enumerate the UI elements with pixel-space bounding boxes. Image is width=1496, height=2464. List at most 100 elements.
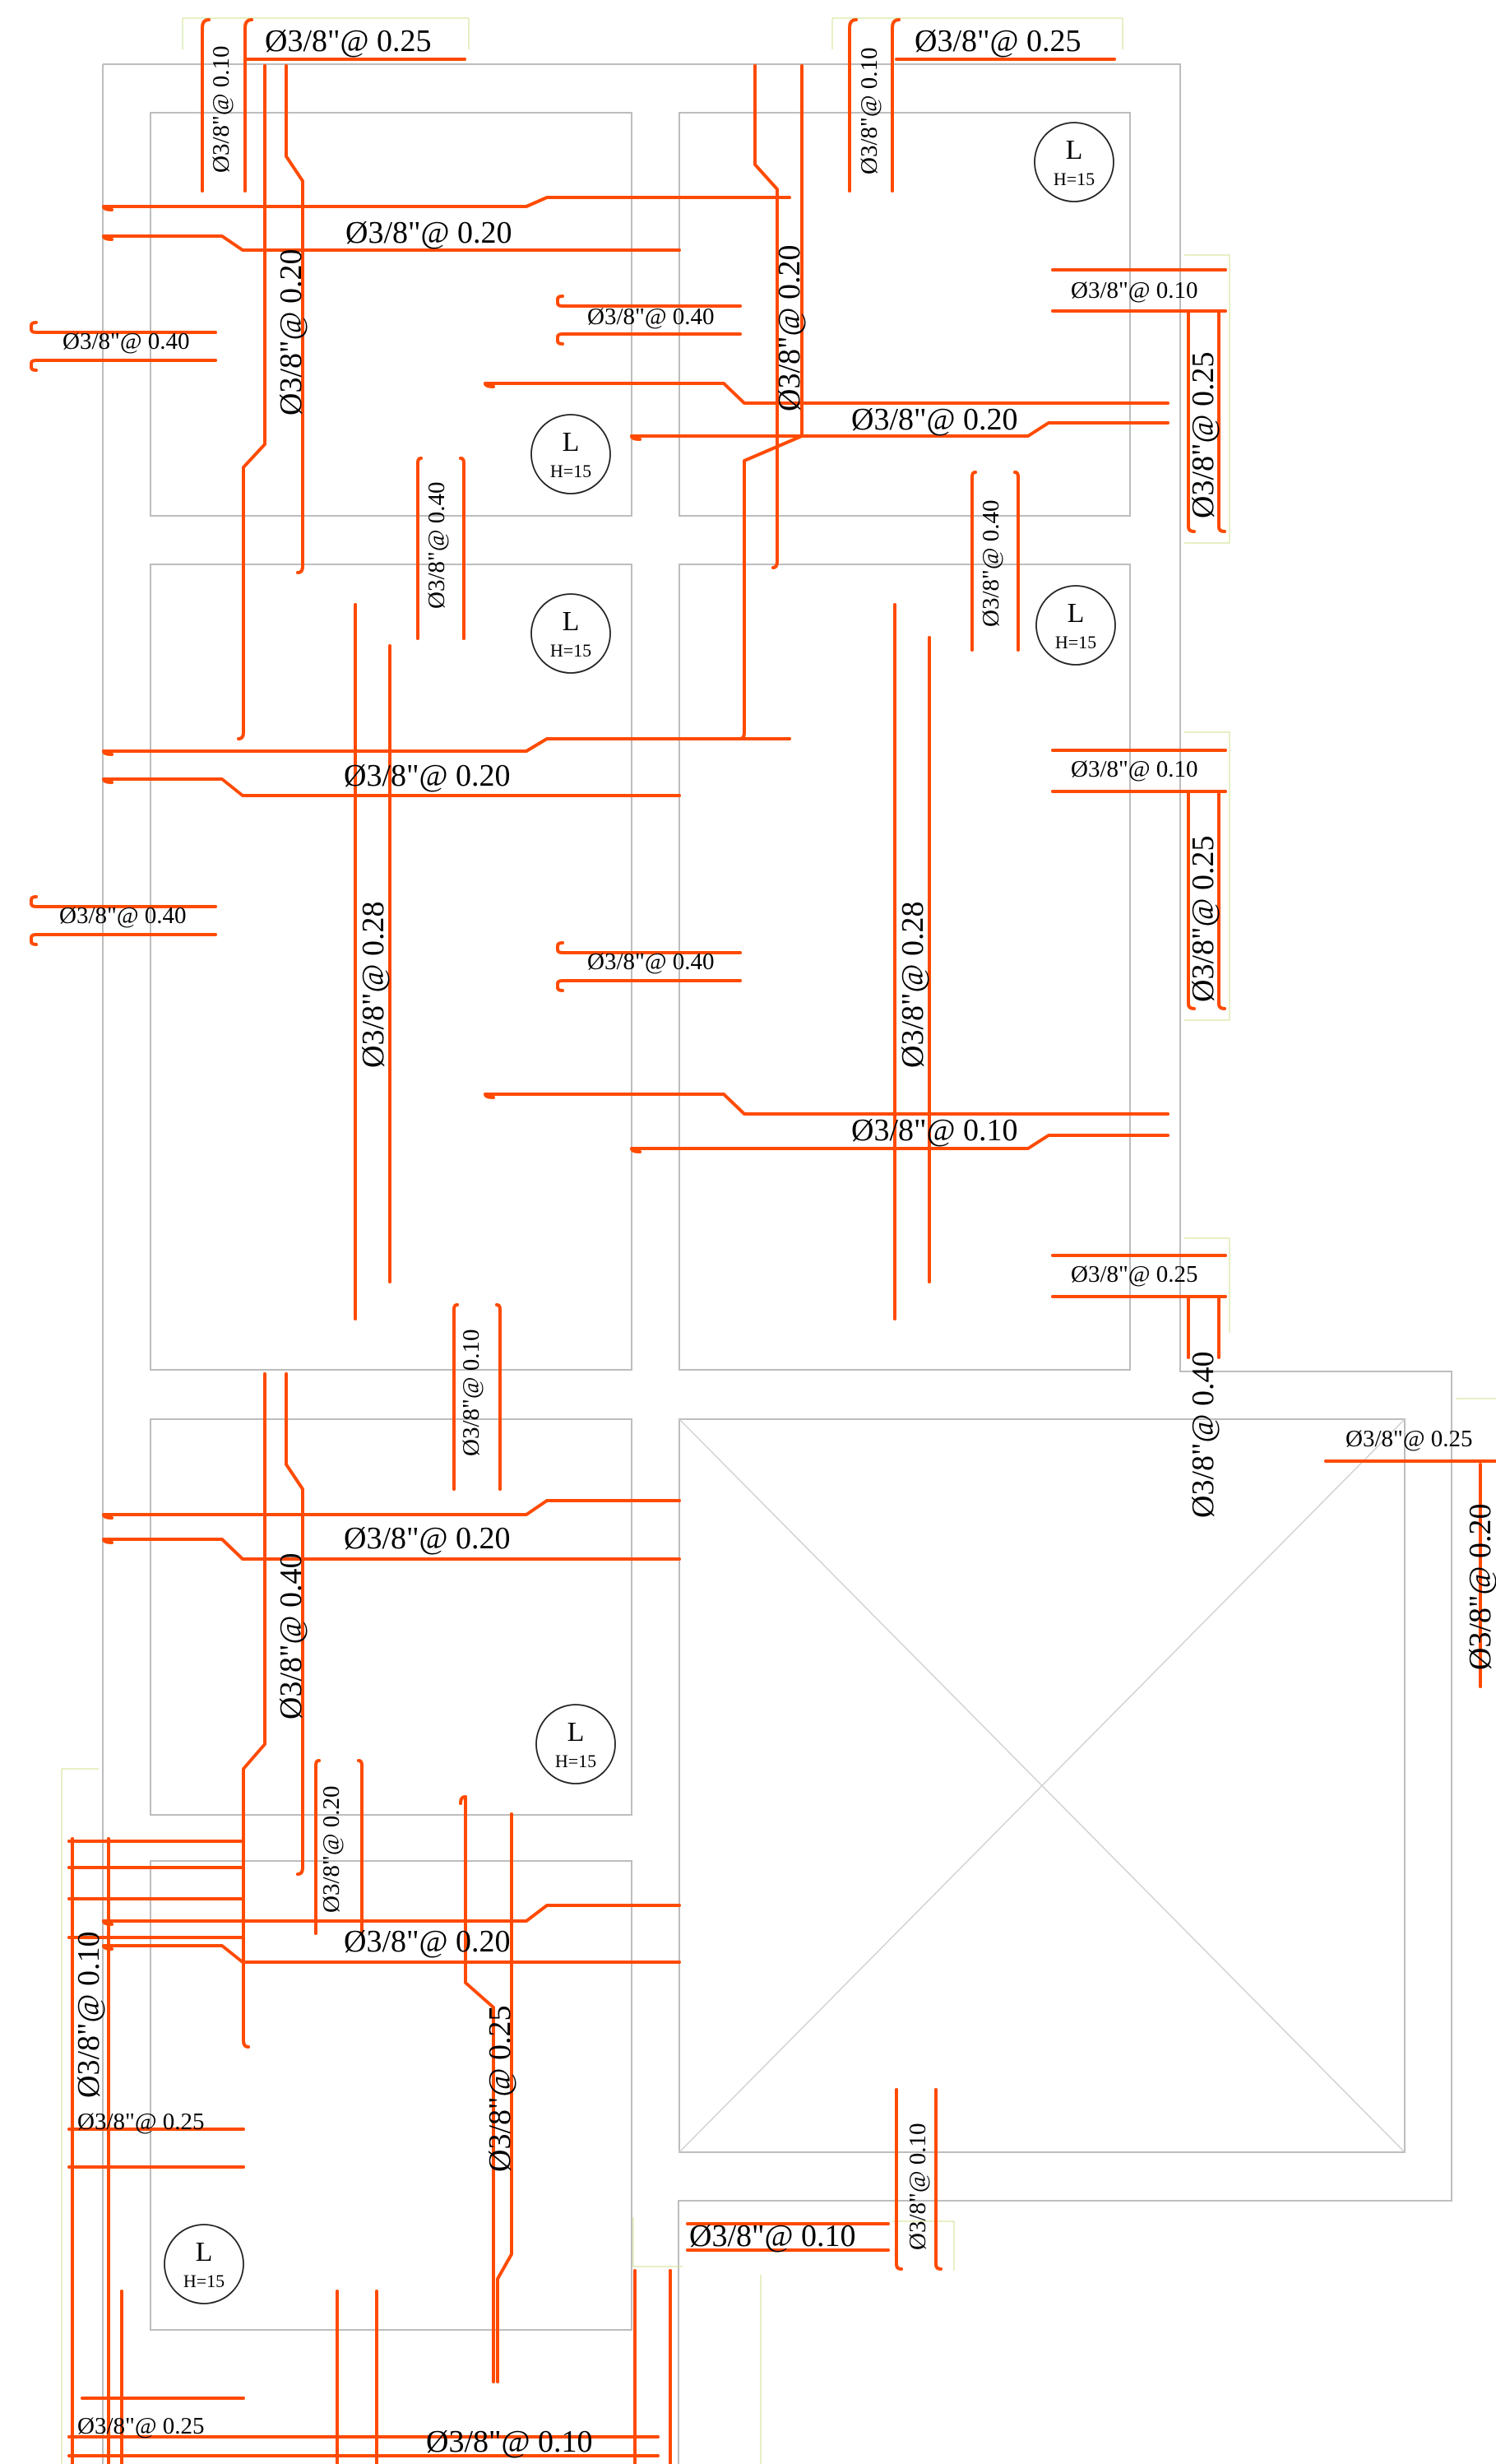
rebar-label: Ø3/8"@ 0.28 <box>896 901 930 1068</box>
rebar-group <box>30 18 1496 2464</box>
guide-line <box>182 17 470 49</box>
rebar-bar <box>242 1372 266 2049</box>
void-diagonal <box>679 1418 1406 2153</box>
rebar-label: Ø3/8"@ 0.20 <box>344 1924 511 1959</box>
slab-tag-circle <box>1034 122 1114 202</box>
slab-tags: L H=15 L H=15 L H=15 L H=15 L H=15 L H=1… <box>164 122 1116 2304</box>
rebar-label: Ø3/8"@ 0.10 <box>905 2123 931 2250</box>
rebar-bar <box>891 18 901 193</box>
rebar-label: Ø3/8"@ 0.40 <box>424 481 450 609</box>
rebar-label: Ø3/8"@ 0.20 <box>345 216 512 250</box>
rebar-bar <box>1013 471 1020 652</box>
rebar-bar <box>970 471 977 652</box>
rebar-bar <box>630 1134 1169 1153</box>
rebar-bar <box>556 941 742 954</box>
rebar-bar <box>556 979 742 992</box>
rebar-label: Ø3/8"@ 0.40 <box>587 304 715 330</box>
rebar-bar <box>452 1303 459 1491</box>
slab-tag: L H=15 <box>1035 585 1116 666</box>
slab-tag-letter: L <box>563 606 580 637</box>
rebar-bar <box>285 64 304 574</box>
slab-tag-letter: L <box>567 1717 585 1747</box>
guide-line <box>1184 731 1230 1021</box>
void-opening-outline <box>679 1418 1406 2153</box>
slab-tag-height: H=15 <box>555 1751 596 1771</box>
slab-tag-letter: L <box>1068 598 1085 629</box>
slab-panel-outline <box>150 112 632 517</box>
rebar-label: Ø3/8"@ 0.40 <box>274 1552 308 1719</box>
rebar-bar <box>30 321 217 334</box>
guide-line <box>892 2220 955 2271</box>
rebar-bar <box>102 737 791 756</box>
rebar-label: Ø3/8"@ 0.10 <box>72 1931 106 2098</box>
rebar-bar <box>102 1538 681 1561</box>
rebar-bar <box>895 2088 903 2271</box>
rebar-bar <box>416 457 423 640</box>
rebar-label: Ø3/8"@ 0.25 <box>1345 1426 1473 1452</box>
rebar-bar <box>30 359 217 372</box>
slab-tag-height: H=15 <box>550 640 591 661</box>
slab-panel-outline <box>679 564 1131 1371</box>
rebar-bar <box>496 1812 513 2383</box>
rebar-label: Ø3/8"@ 0.10 <box>689 2219 856 2253</box>
slab-tag: L H=15 <box>1034 122 1114 202</box>
rebar-bar <box>357 1759 364 1935</box>
rebar-label: Ø3/8"@ 0.20 <box>344 1521 511 1556</box>
rebar-bar <box>848 18 858 193</box>
building-outline <box>102 63 1452 2464</box>
rebar-label: Ø3/8"@ 0.25 <box>265 24 432 58</box>
rebar-label: Ø3/8"@ 0.20 <box>344 759 511 793</box>
rebar-label: Ø3/8"@ 0.20 <box>772 244 807 411</box>
slab-tag-circle <box>530 593 611 674</box>
guide-line <box>632 2217 683 2267</box>
slab-panel-outline <box>150 1418 632 1816</box>
slab-tag-height: H=15 <box>1054 169 1095 189</box>
guide-line <box>1184 1237 1230 1333</box>
slab-tag-letter: L <box>1066 135 1083 165</box>
rebar-bar <box>459 457 465 640</box>
slab-tag: L H=15 <box>164 2224 244 2304</box>
rebar-bar <box>201 18 211 193</box>
rebar-bar <box>237 64 266 740</box>
rebar-label: Ø3/8"@ 0.25 <box>77 2413 205 2439</box>
rebar-bar <box>30 933 217 946</box>
slab-tag-circle <box>535 1704 616 1784</box>
guide-line <box>831 17 1123 49</box>
rebar-label: Ø3/8"@ 0.20 <box>318 1785 345 1913</box>
rebar-label: Ø3/8"@ 0.40 <box>59 903 187 929</box>
rebar-bar <box>484 382 1169 405</box>
rebar-bar <box>495 1303 502 1491</box>
rebar-bar <box>102 1904 681 1926</box>
rebar-label: Ø3/8"@ 0.10 <box>856 47 882 174</box>
rebar-bar <box>285 1372 304 1876</box>
slab-tag-circle <box>1035 585 1116 666</box>
rebar-bar <box>934 2088 943 2271</box>
rebar-label: Ø3/8"@ 0.25 <box>915 24 1081 58</box>
rebar-bar <box>1187 311 1196 533</box>
rebar-label: Ø3/8"@ 0.40 <box>1186 1351 1220 1518</box>
rebar-label: Ø3/8"@ 0.20 <box>1463 1503 1496 1670</box>
rebar-label: Ø3/8"@ 0.10 <box>208 45 234 173</box>
slab-panel-outline <box>150 1860 632 2331</box>
slab-tag-circle <box>164 2224 244 2304</box>
slab-tag: L H=15 <box>530 593 611 674</box>
rebar-bar <box>1217 311 1226 533</box>
slab-tag-height: H=15 <box>550 461 591 481</box>
rebar-bar <box>1187 791 1196 1010</box>
rebar-bar <box>102 196 791 211</box>
slab-tag-height: H=15 <box>1055 632 1096 652</box>
rebar-label: Ø3/8"@ 0.10 <box>426 2425 593 2459</box>
rebar-bar <box>30 895 217 908</box>
rebar-labels: Ø3/8"@ 0.10 Ø3/8"@ 0.25 Ø3/8"@ 0.10 Ø3/8… <box>59 24 1496 2459</box>
rebar-bar <box>484 1093 1169 1116</box>
slab-tag-letter: L <box>563 427 580 457</box>
rebar-bar <box>556 332 742 346</box>
rebar-bar <box>102 234 681 252</box>
rebar-bar <box>630 421 1169 441</box>
slab-outlines <box>61 17 1496 2464</box>
rebar-label: Ø3/8"@ 0.10 <box>851 1113 1018 1148</box>
rebar-label: Ø3/8"@ 0.25 <box>1071 1261 1198 1288</box>
rebar-label: Ø3/8"@ 0.40 <box>978 499 1004 627</box>
rebar-label: Ø3/8"@ 0.28 <box>356 901 391 1068</box>
